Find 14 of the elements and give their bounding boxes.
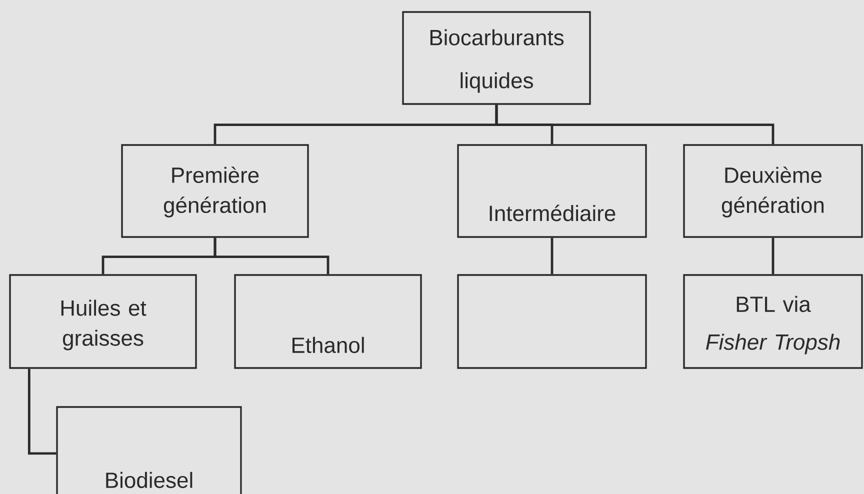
connector-line: [28, 368, 56, 455]
connector-line: [495, 104, 774, 144]
connector-line: [550, 238, 554, 274]
process-box: [457, 274, 647, 369]
process-box: Deuxième génération: [683, 144, 863, 238]
process-box: BTL via Fisher Tropsh: [683, 274, 863, 369]
process-box: Première génération: [121, 144, 309, 238]
process-box: Ethanol: [234, 274, 422, 369]
connector-line: [214, 238, 330, 274]
process-box: Intermédiaire: [457, 144, 647, 238]
process-box: Biocarburants liquides: [402, 11, 591, 105]
process-box: Huiles et graisses: [9, 274, 197, 369]
connector-line: [772, 238, 774, 274]
process-box: Biodiesel: [56, 406, 242, 494]
